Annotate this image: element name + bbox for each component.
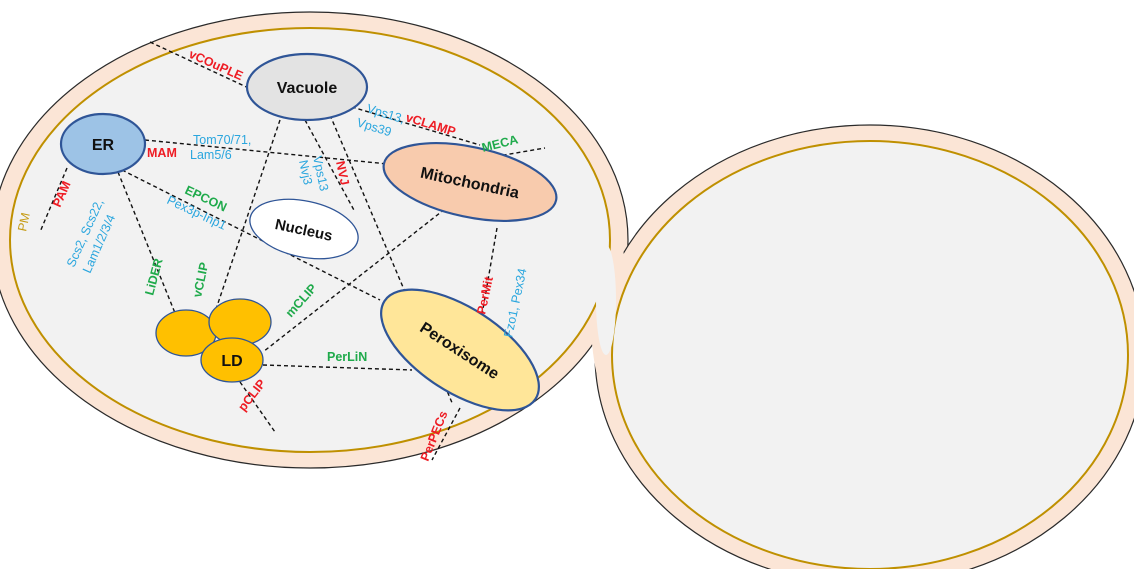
line-pclip [239, 381, 276, 433]
organelle-vacuole: Vacuole [245, 52, 369, 122]
nucleus-shape [249, 198, 359, 260]
line-er-mito [144, 139, 399, 166]
line-perpecs [431, 407, 461, 461]
line-vacuole-nucleus [304, 119, 356, 213]
label-perlin: PerLiN [327, 350, 367, 364]
organelle-mitochondria: Mitochondria [382, 142, 558, 222]
protein-tom70-71: Tom70/71, [193, 133, 251, 147]
organelle-nucleus: Nucleus [249, 198, 359, 260]
line-vcouple [149, 41, 271, 99]
mitochondria-shape [382, 142, 558, 222]
er-shape [59, 112, 147, 176]
vacuole-label: Vacuole [277, 80, 338, 97]
line-meca [474, 147, 546, 161]
peroxisome-shape [380, 288, 540, 412]
label-nvj: NVJ [333, 160, 352, 187]
bud-cell [611, 140, 1129, 569]
line-epcon [121, 169, 381, 301]
line-lider [117, 171, 176, 314]
neck-cytoplasm [596, 245, 616, 355]
line-perlin [262, 364, 413, 371]
organelle-lipid-droplets: LD [155, 298, 272, 383]
line-vacuole-mito [344, 104, 481, 146]
line-mclip [262, 204, 451, 353]
label-mam: MAM [147, 146, 177, 160]
pm-label: PM [15, 211, 33, 232]
protein-nvj3: Nvj3 [296, 159, 315, 186]
ld-label: LD [221, 353, 242, 370]
organelle-peroxisome: Peroxisome [380, 288, 540, 412]
line-pam [39, 167, 68, 233]
er-label: ER [92, 137, 115, 154]
lipid-droplet-front [200, 337, 264, 383]
vacuole-shape [245, 52, 369, 122]
protein-lam5-6: Lam5/6 [190, 148, 232, 162]
organelle-er: ER [59, 112, 147, 176]
